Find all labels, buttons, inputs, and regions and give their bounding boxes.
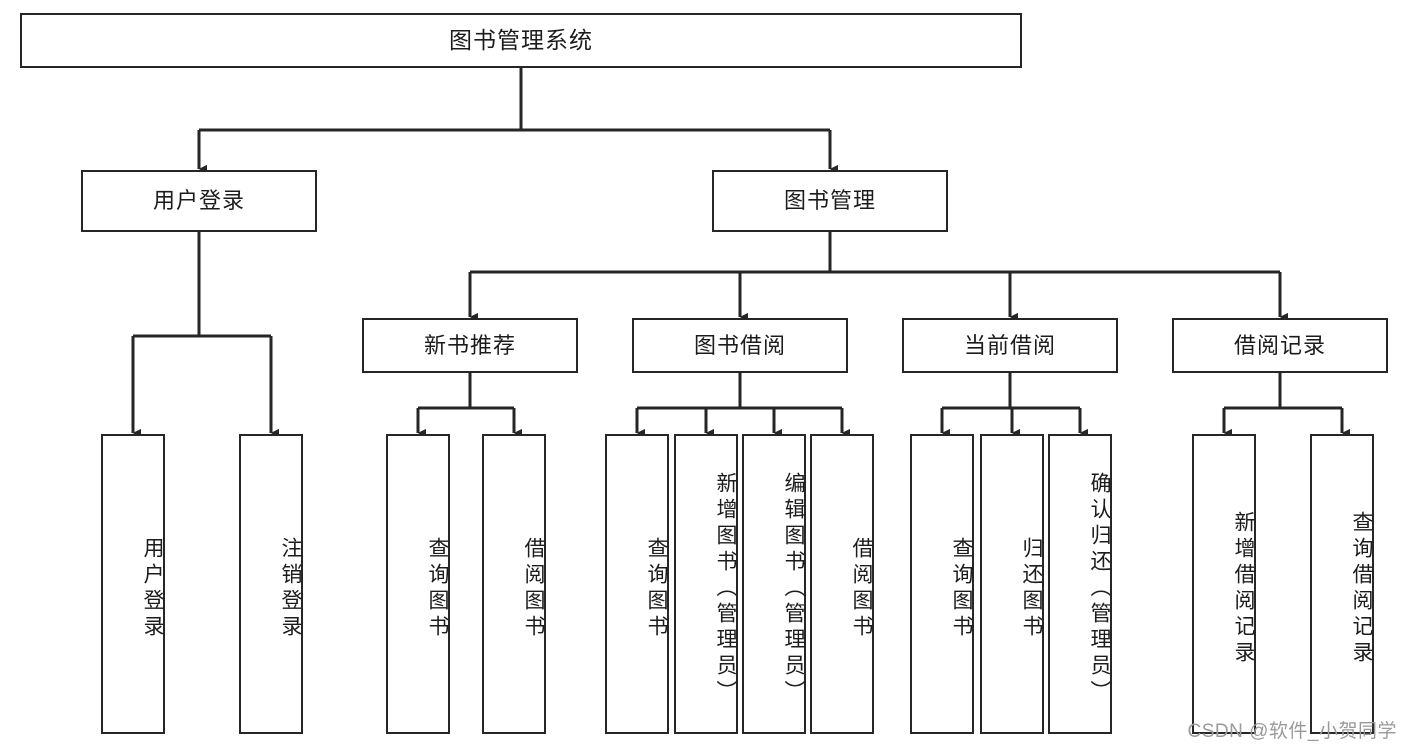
leaf-node-label: 编辑图书（管理员）: [782, 472, 805, 706]
node-root[interactable]: 图书管理系统: [20, 13, 1022, 68]
node-book-borrow-label: 图书借阅: [693, 332, 786, 358]
node-borrow-record-label: 借阅记录: [1233, 332, 1326, 358]
node-user-login-label: 用户登录: [152, 188, 245, 214]
leaf-node-label: 查询图书: [645, 537, 668, 641]
node-current-borrow-label: 当前借阅: [963, 332, 1056, 358]
node-new-book-recommend-label: 新书推荐: [423, 332, 516, 358]
node-borrow-record[interactable]: 借阅记录: [1172, 318, 1388, 373]
leaf-node-leaf-bb-borrow[interactable]: 借阅图书: [810, 434, 874, 734]
node-current-borrow[interactable]: 当前借阅: [902, 318, 1118, 373]
leaf-node-leaf-cb-query[interactable]: 查询图书: [910, 434, 974, 734]
leaf-node-label: 确认归还（管理员）: [1088, 472, 1111, 706]
node-book-borrow[interactable]: 图书借阅: [632, 318, 848, 373]
leaf-node-leaf-br-add[interactable]: 新增借阅记录: [1192, 434, 1256, 734]
leaf-node-label: 借阅图书: [850, 537, 873, 641]
leaf-node-label: 查询图书: [426, 537, 449, 641]
leaf-node-leaf-nbr-query[interactable]: 查询图书: [386, 434, 450, 734]
leaf-node-leaf-cb-confirm[interactable]: 确认归还（管理员）: [1048, 434, 1112, 734]
leaf-node-label: 借阅图书: [522, 537, 545, 641]
node-book-management-label: 图书管理: [783, 188, 876, 214]
node-user-login[interactable]: 用户登录: [81, 170, 317, 232]
leaf-node-label: 归还图书: [1020, 537, 1043, 641]
leaf-node-leaf-br-query[interactable]: 查询借阅记录: [1310, 434, 1374, 734]
leaf-node-leaf-bb-query[interactable]: 查询图书: [605, 434, 669, 734]
csdn-watermark: CSDN @软件_小贺同学: [1187, 721, 1397, 742]
leaf-node-label: 查询借阅记录: [1350, 511, 1373, 667]
leaf-node-leaf-bb-add[interactable]: 新增图书（管理员）: [674, 434, 738, 734]
node-root-label: 图书管理系统: [449, 27, 593, 54]
leaf-node-leaf-bb-edit[interactable]: 编辑图书（管理员）: [742, 434, 806, 734]
leaf-node-leaf-user-login[interactable]: 用户登录: [101, 434, 165, 734]
leaf-node-label: 查询图书: [950, 537, 973, 641]
leaf-node-leaf-cb-return[interactable]: 归还图书: [980, 434, 1044, 734]
leaf-node-label: 注销登录: [279, 537, 302, 641]
leaf-node-label: 新增借阅记录: [1232, 511, 1255, 667]
node-book-management[interactable]: 图书管理: [712, 170, 948, 232]
leaf-node-label: 新增图书（管理员）: [714, 472, 737, 706]
leaf-node-leaf-user-logout[interactable]: 注销登录: [239, 434, 303, 734]
leaf-node-label: 用户登录: [141, 537, 164, 641]
node-new-book-recommend[interactable]: 新书推荐: [362, 318, 578, 373]
leaf-node-leaf-nbr-borrow[interactable]: 借阅图书: [482, 434, 546, 734]
